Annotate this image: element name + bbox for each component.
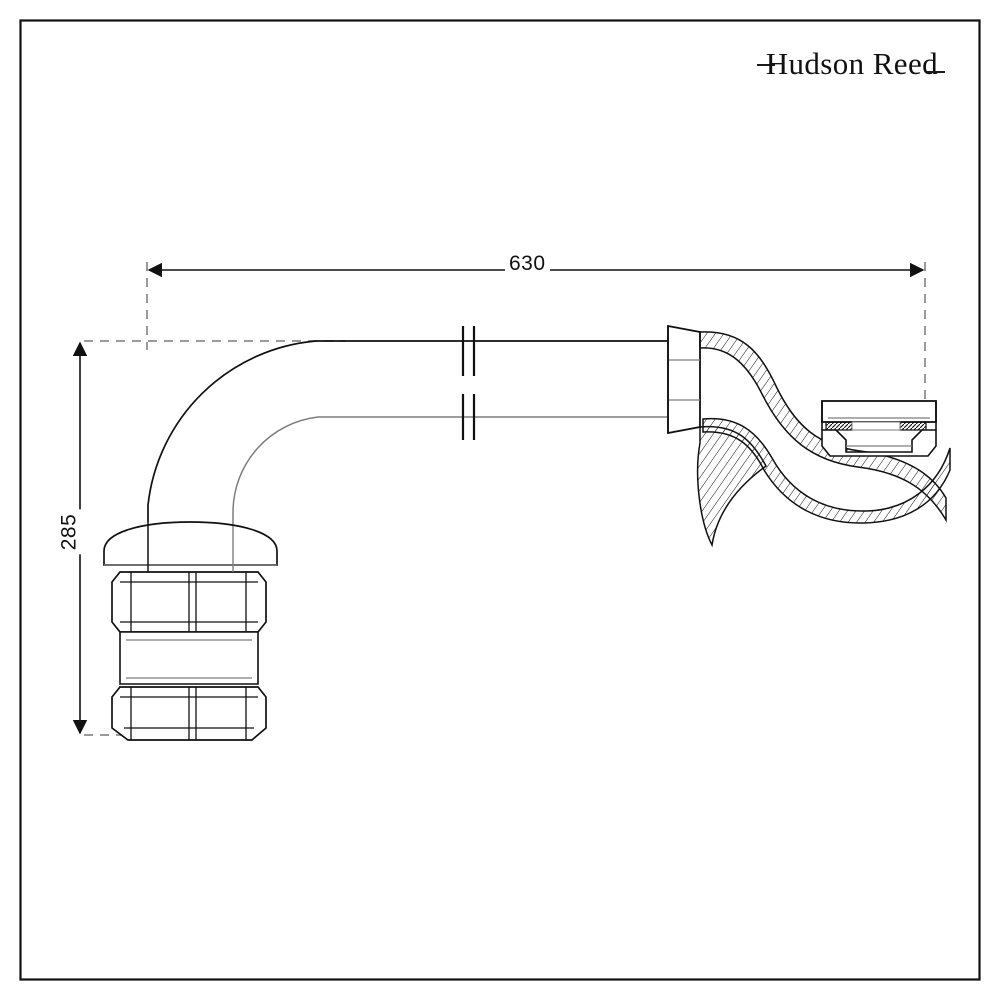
overflow-thread-right xyxy=(899,421,927,431)
waste-plug-flange xyxy=(103,521,278,566)
elbow-bend xyxy=(147,340,345,526)
overflow-cover-plate xyxy=(821,400,937,457)
overflow-cap-plate xyxy=(821,400,937,423)
hex-nut-connector xyxy=(667,324,701,435)
sheet-border xyxy=(19,19,981,981)
hex-nut-body xyxy=(667,324,701,435)
overflow-thread-left xyxy=(825,421,853,431)
elbow-inner-arc xyxy=(232,416,345,526)
flexible-hose-wall xyxy=(699,331,947,523)
elbow-outer-arc xyxy=(147,340,345,522)
flexible-hose-return-loop xyxy=(702,417,951,524)
waste-body xyxy=(119,631,259,685)
waste-plug-assembly xyxy=(103,521,278,741)
break-symbol xyxy=(461,326,476,440)
overflow-collar xyxy=(821,429,937,457)
straight-pipe xyxy=(345,340,667,418)
flexible-hose xyxy=(696,331,951,548)
overflow-mid-body xyxy=(851,421,901,431)
